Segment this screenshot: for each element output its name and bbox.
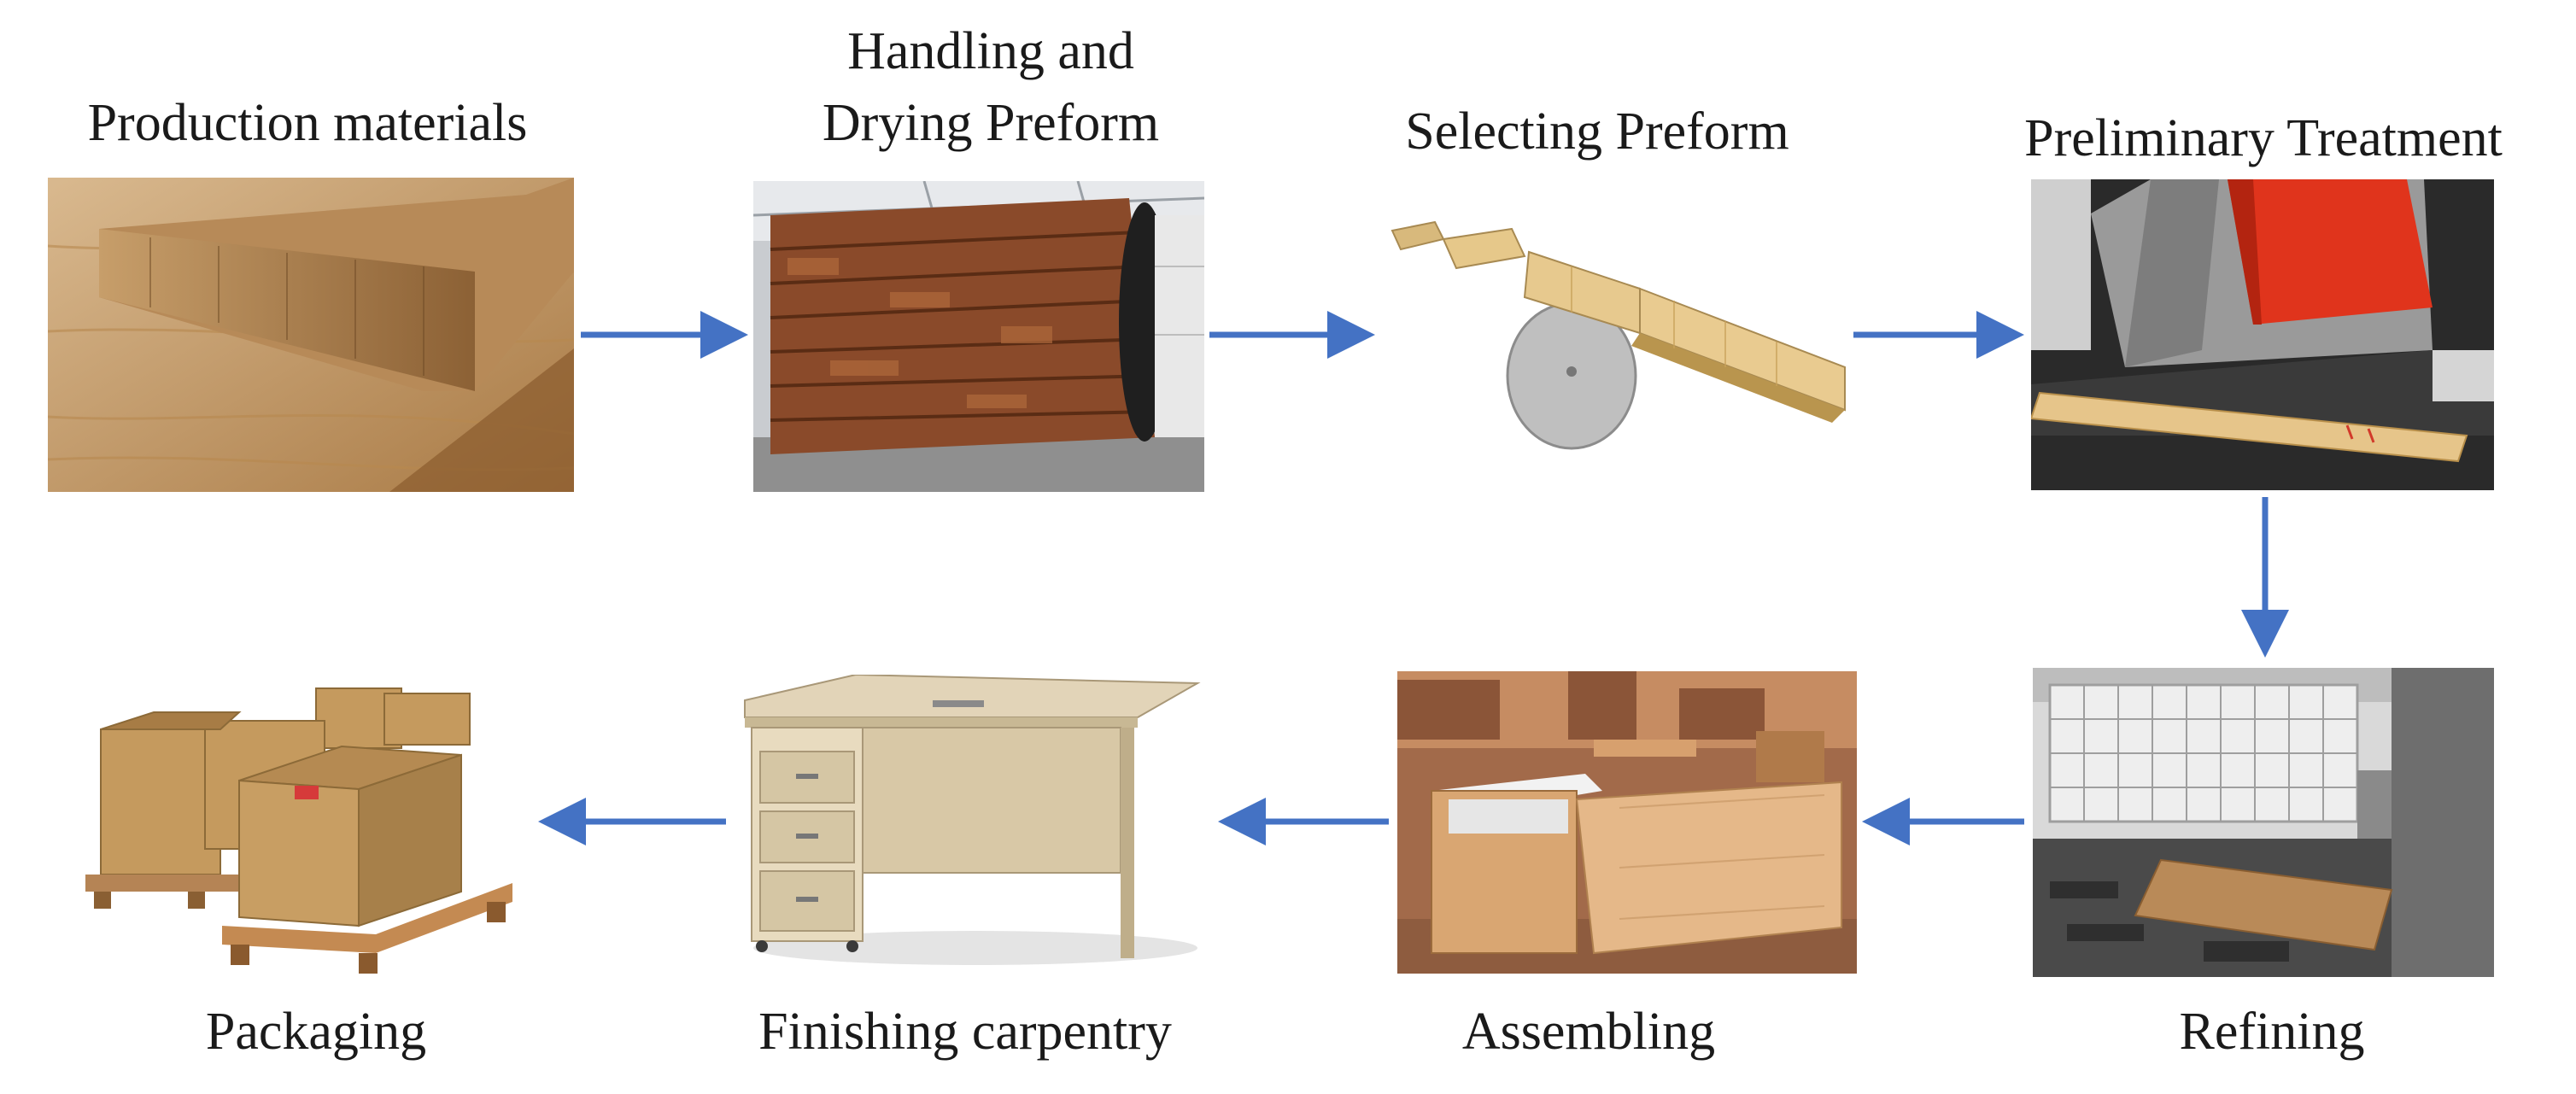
packaging-image	[85, 678, 530, 979]
step-3-label: Selecting Preform	[1405, 102, 1789, 161]
preliminary-treatment-image	[2031, 179, 2494, 490]
step-7-label: Finishing carpentry	[758, 1003, 1172, 1061]
step-2-label-line2: Drying Preform	[822, 94, 1160, 152]
step-8-label: Packaging	[205, 1003, 427, 1061]
step-1-label: Production materials	[87, 94, 528, 152]
finishing-carpentry-image	[736, 675, 1211, 972]
step-6-label: Assembling	[1461, 1003, 1716, 1061]
step-2-label-line1: Handling and	[847, 22, 1134, 80]
handling-drying-preform-image	[753, 181, 1204, 492]
step-4-label: Preliminary Treatment	[2024, 109, 2503, 167]
step-5-label: Refining	[2179, 1003, 2365, 1061]
production-materials-image	[48, 178, 574, 492]
refining-image	[2033, 668, 2494, 977]
selecting-preform-image	[1384, 205, 1862, 478]
assembling-image	[1397, 671, 1857, 974]
